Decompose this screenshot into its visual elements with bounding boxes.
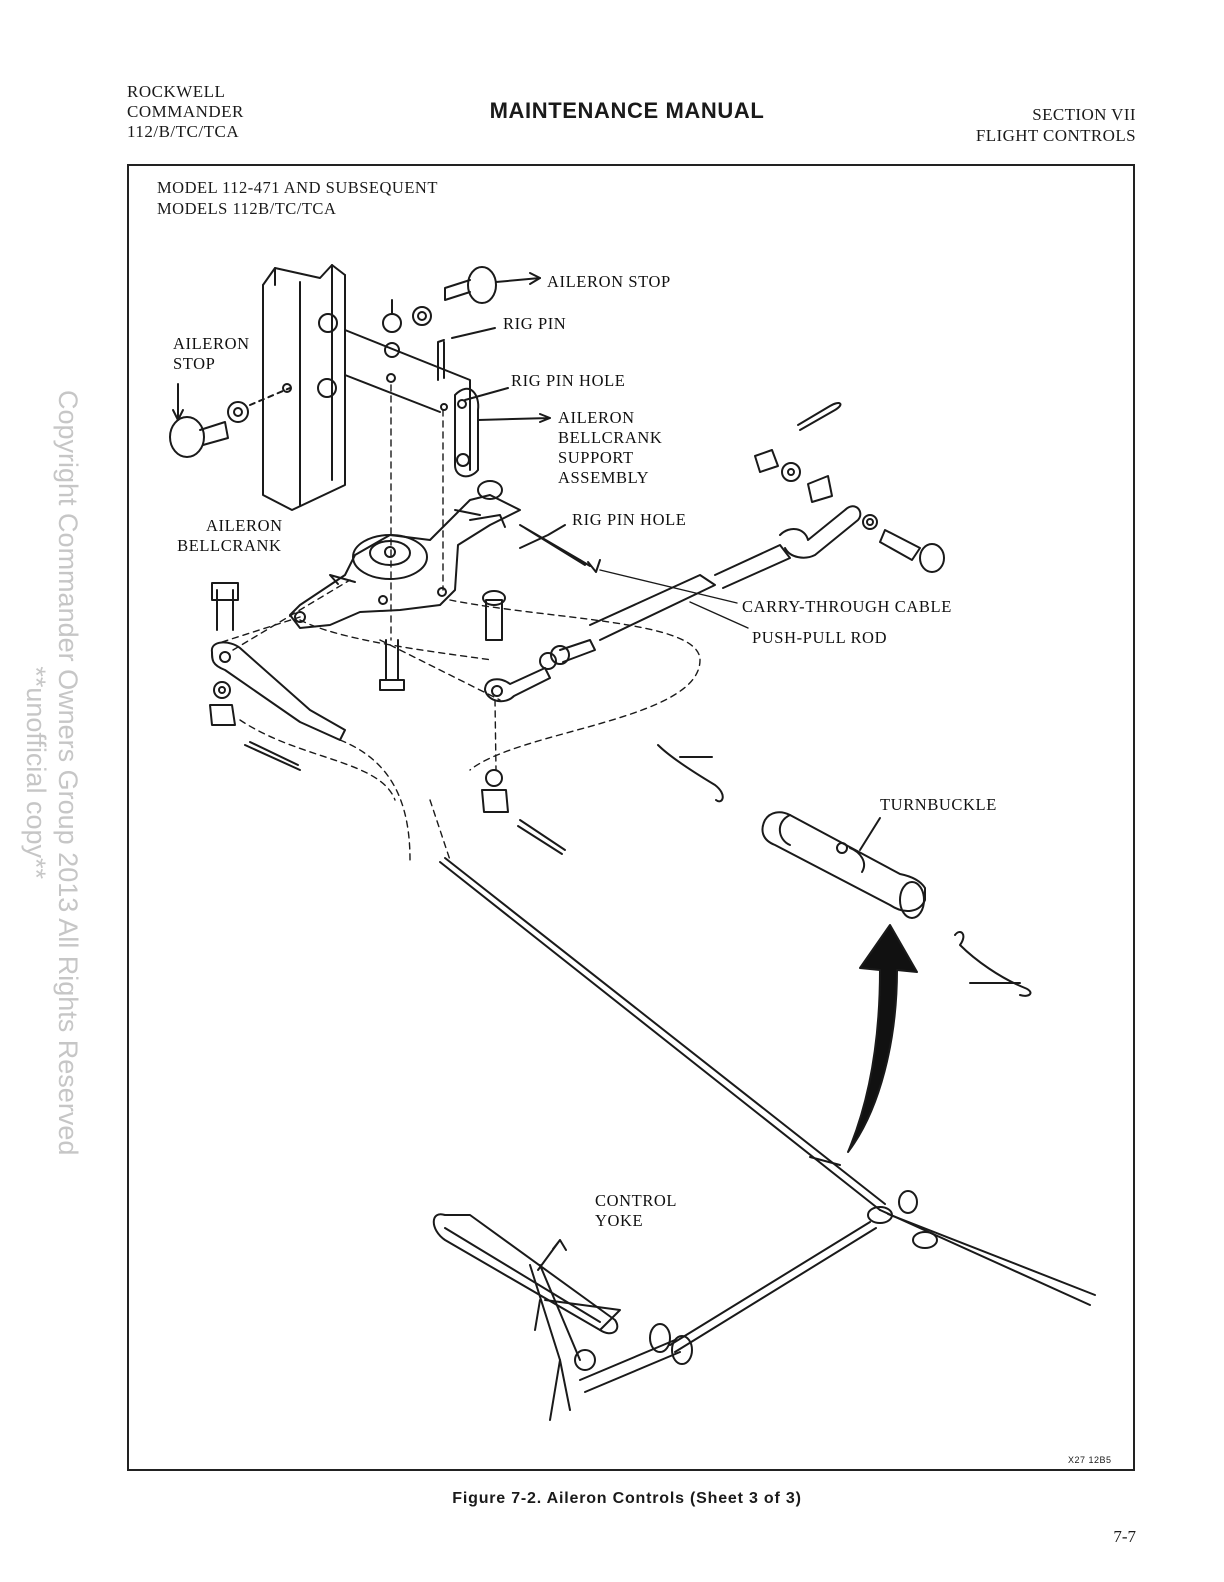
label-rig-pin: RIG PIN [503, 314, 567, 333]
header-section-block: SECTION VII FLIGHT CONTROLS [976, 104, 1136, 146]
label-carry-through-cable: CARRY-THROUGH CABLE [742, 597, 952, 616]
header-right-line: SECTION VII [1032, 105, 1136, 124]
copyright-watermark: Copyright Commander Owners Group 2013 Al… [21, 390, 83, 1156]
figure-code: X27 12B5 [1068, 1455, 1112, 1465]
header-right-line: FLIGHT CONTROLS [975, 126, 1136, 145]
label-control-yoke: CONTROL YOKE [595, 1191, 678, 1230]
model-applicability-note: MODEL 112-471 AND SUBSEQUENT MODELS 112B… [157, 177, 438, 219]
page-title: MAINTENANCE MANUAL [489, 98, 765, 123]
page-number: 7-7 [1113, 1527, 1136, 1546]
label-aileron-bellcrank: AILERON BELLCRANK [177, 516, 283, 555]
push-pull-rod [484, 505, 862, 703]
header-model-block: ROCKWELL COMMANDER 112/B/TC/TCA [127, 82, 244, 142]
left-rod-end [209, 641, 346, 771]
label-turnbuckle: TURNBUCKLE [880, 795, 997, 814]
figure-caption: Figure 7-2. Aileron Controls (Sheet 3 of… [452, 1490, 802, 1507]
label-support-assembly: AILERON BELLCRANK SUPPORT ASSEMBLY [558, 408, 663, 487]
bellcrank [289, 480, 521, 629]
aileron-stop-left [169, 383, 292, 458]
turnbuckle [761, 811, 926, 919]
header-left-line: 112/B/TC/TCA [127, 122, 240, 141]
support-column [262, 264, 480, 511]
header-left-line: ROCKWELL [127, 82, 226, 101]
aileron-stop-top [444, 266, 541, 304]
model-note-line: MODELS 112B/TC/TCA [157, 199, 337, 218]
figure-frame [127, 164, 1135, 1471]
cable-run [439, 857, 1096, 1393]
model-note-line: MODEL 112-471 AND SUBSEQUENT [157, 178, 438, 197]
label-aileron-stop-left: AILERON STOP [173, 334, 250, 373]
control-yoke [432, 1213, 621, 1421]
view-arrow [847, 924, 918, 1153]
label-aileron-stop-top: AILERON STOP [547, 272, 671, 291]
label-rig-pin-hole-top: RIG PIN HOLE [511, 371, 626, 390]
label-rig-pin-hole-mid: RIG PIN HOLE [572, 510, 687, 529]
label-push-pull-rod: PUSH-PULL ROD [752, 628, 888, 647]
right-hardware [754, 402, 945, 573]
header-left-line: COMMANDER [127, 102, 244, 121]
